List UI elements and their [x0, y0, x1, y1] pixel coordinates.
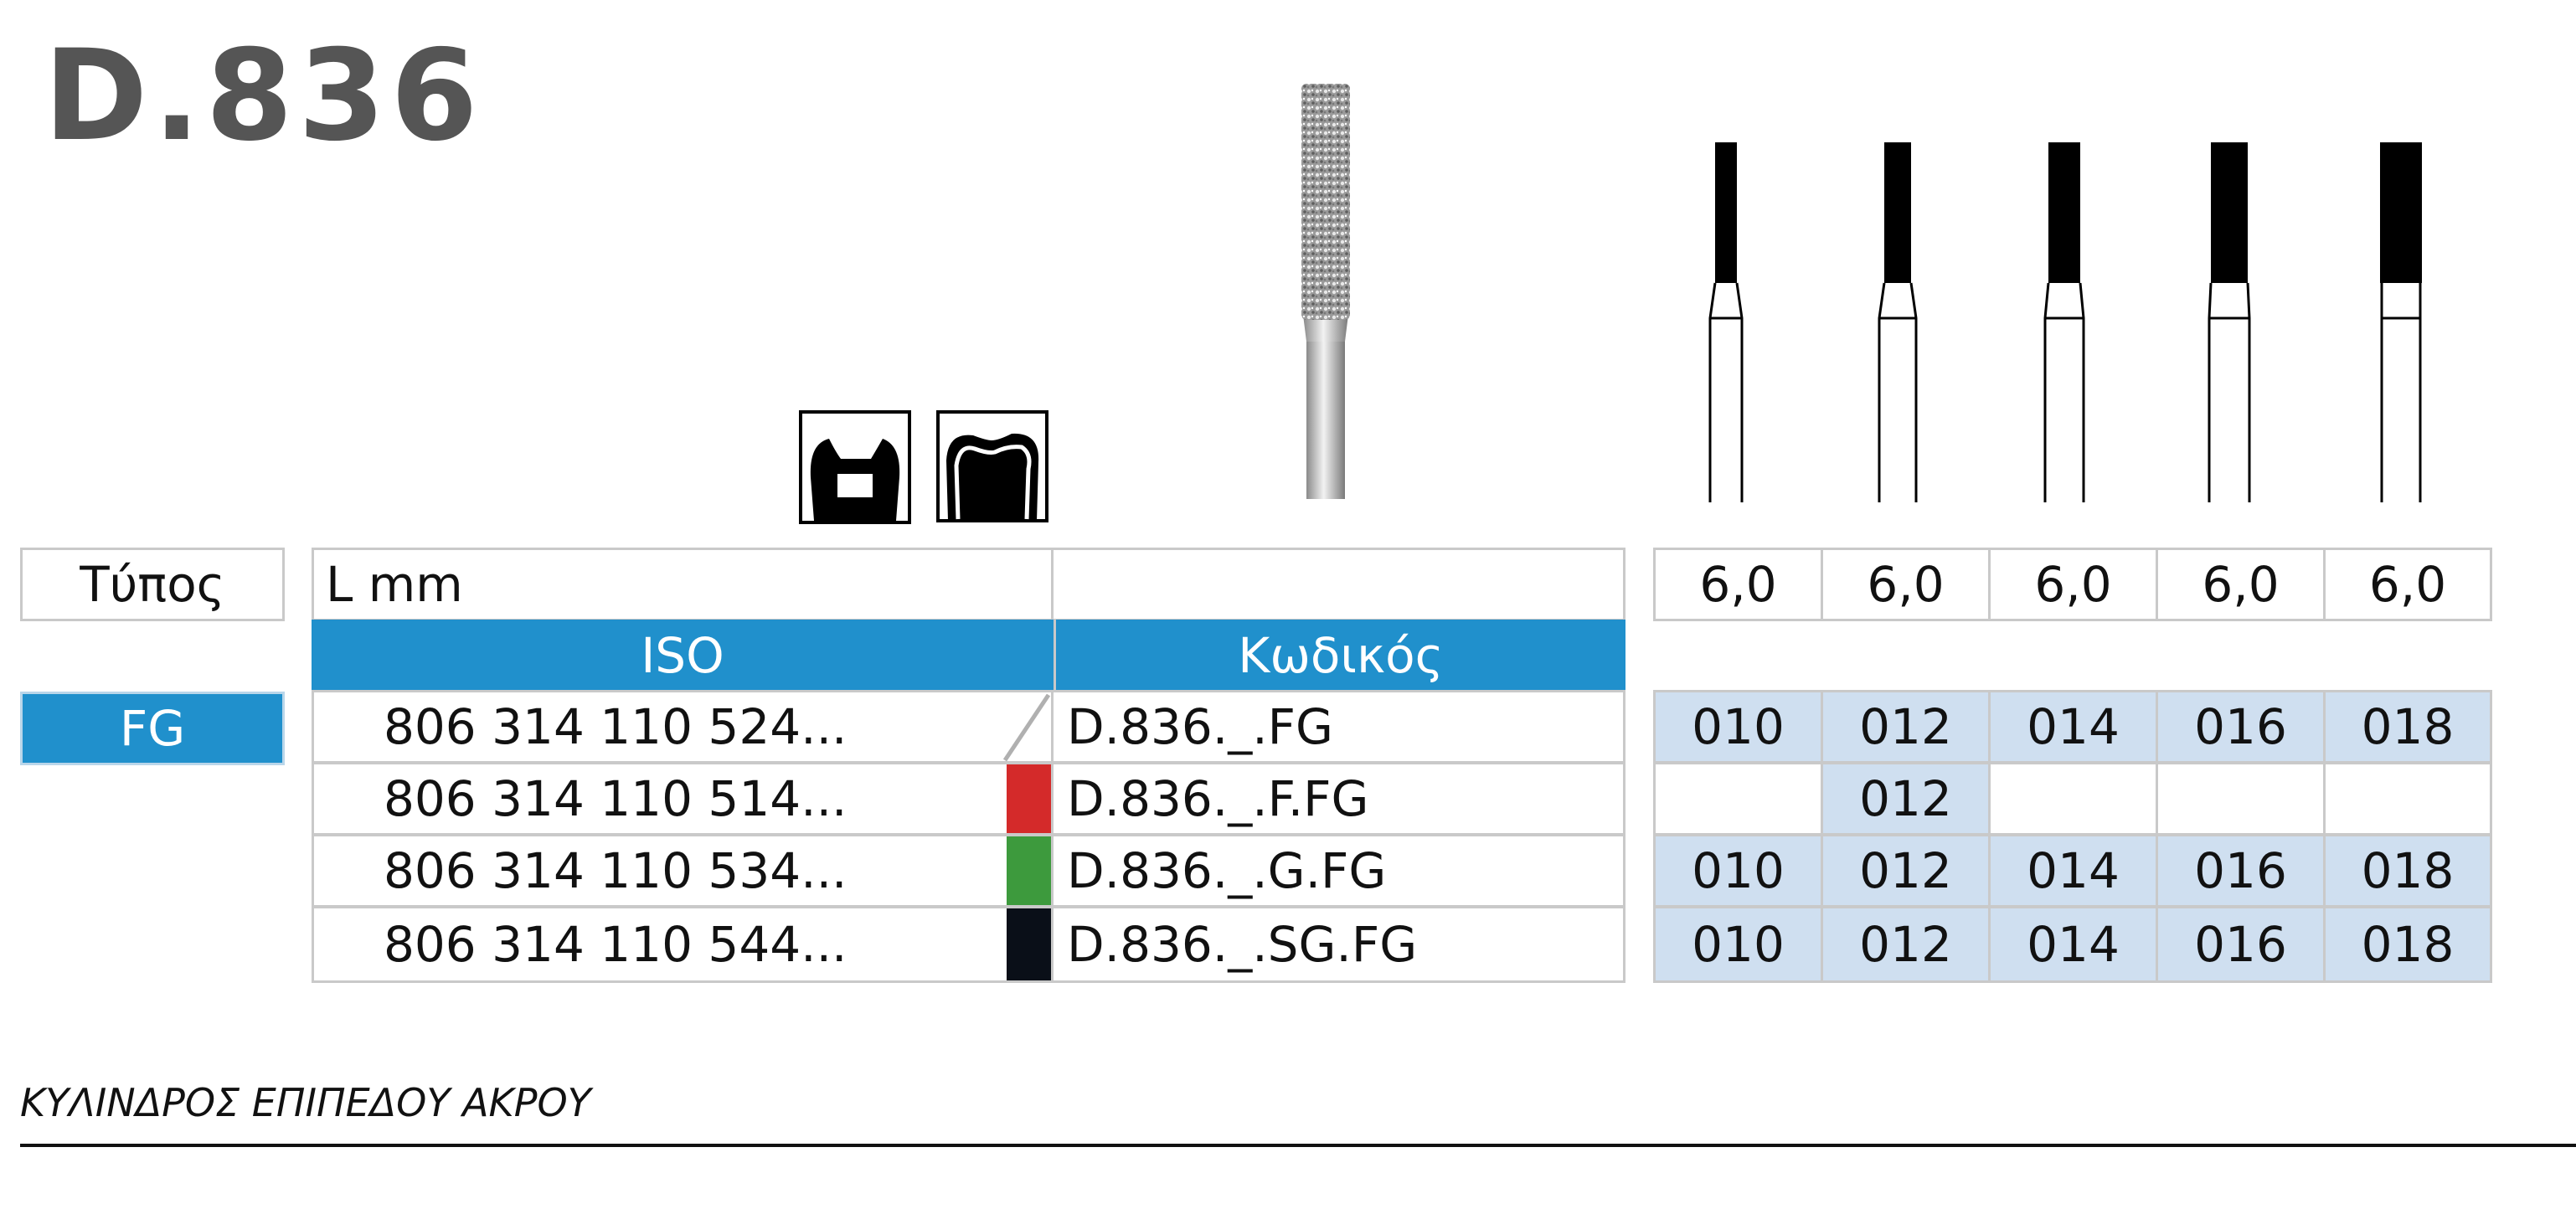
column-divider	[1051, 692, 1054, 981]
size-cell: 012	[1821, 690, 1991, 764]
size-cell-empty	[2323, 762, 2492, 836]
grit-swatch-none	[1002, 693, 1051, 762]
bur-profile-icon	[2208, 142, 2251, 502]
tooth-section-icon	[936, 410, 1048, 522]
size-cell: 014	[1988, 690, 2158, 764]
bur-profile-icon	[1708, 142, 1744, 502]
size-cell: 010	[1653, 690, 1823, 764]
size-cell: 010	[1653, 834, 1823, 908]
shank-type-badge: FG	[20, 692, 285, 765]
code-header: Κωδικός	[1054, 620, 1625, 692]
footer-caption: ΚΥΛΙΝΔΡΟΣ ΕΠΙΠΕΔΟΥ ΑΚΡΟΥ	[20, 1080, 591, 1125]
iso-number: 806 314 110 534...	[384, 842, 848, 899]
iso-number: 806 314 110 524...	[384, 698, 848, 755]
size-cell: 016	[2156, 834, 2326, 908]
type-label: Τύπος	[20, 548, 285, 621]
footer-rule	[20, 1144, 2576, 1147]
iso-number: 806 314 110 514...	[384, 770, 848, 827]
size-cell: 012	[1821, 762, 1991, 836]
size-cell: 018	[2323, 690, 2492, 764]
size-cell: 018	[2323, 906, 2492, 983]
size-cell-empty	[1653, 762, 1823, 836]
grit-swatch-green	[1007, 836, 1052, 905]
iso-number: 806 314 110 544...	[384, 916, 848, 973]
bur-profile-icon	[2380, 142, 2422, 502]
size-cell-empty	[1988, 762, 2158, 836]
length-value: 6,0	[1821, 548, 1991, 621]
size-cell: 012	[1821, 906, 1991, 983]
grit-swatch-red	[1007, 764, 1052, 833]
grit-swatch-black	[1007, 908, 1052, 980]
length-value: 6,0	[2156, 548, 2326, 621]
size-cell: 018	[2323, 834, 2492, 908]
crown-prep-icon	[799, 410, 911, 524]
order-code: D.836._.FG	[1067, 698, 1333, 755]
bur-profile-icon	[2043, 142, 2085, 502]
order-code: D.836._.F.FG	[1067, 770, 1369, 827]
size-cell: 010	[1653, 906, 1823, 983]
size-cell: 014	[1988, 834, 2158, 908]
length-value: 6,0	[1653, 548, 1823, 621]
size-cell-empty	[2156, 762, 2326, 836]
size-cell: 016	[2156, 690, 2326, 764]
size-cell: 016	[2156, 906, 2326, 983]
table-row	[312, 906, 1625, 983]
order-code: D.836._.G.FG	[1067, 842, 1387, 899]
order-code: D.836._.SG.FG	[1067, 916, 1418, 973]
size-grid: 6,0 6,0 6,0 6,0 6,0 010 012 014 016 018 …	[1653, 548, 2492, 983]
product-code-title: D.836	[44, 23, 483, 169]
size-cell: 014	[1988, 906, 2158, 983]
length-label: L mm	[312, 548, 1054, 621]
length-label-empty	[1051, 548, 1625, 621]
length-value: 6,0	[2323, 548, 2492, 621]
diamond-bur-image	[1301, 84, 1350, 499]
iso-header: ISO	[312, 620, 1054, 692]
size-cell: 012	[1821, 834, 1991, 908]
length-value: 6,0	[1988, 548, 2158, 621]
bur-profile-icon	[1878, 142, 1918, 502]
